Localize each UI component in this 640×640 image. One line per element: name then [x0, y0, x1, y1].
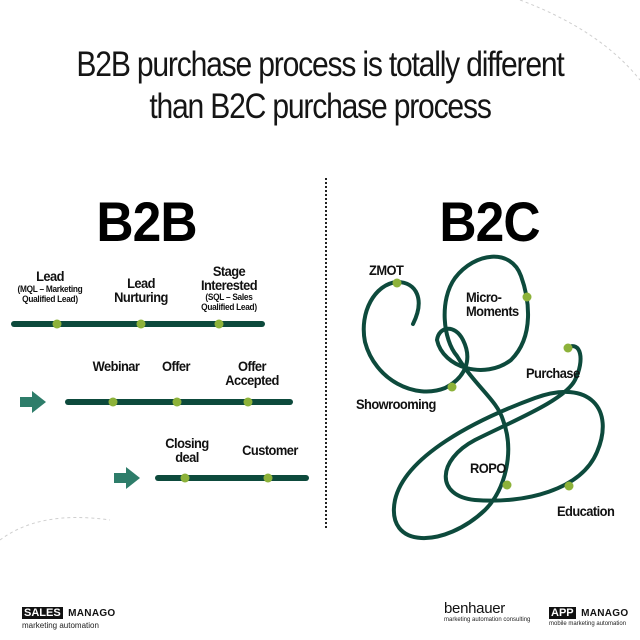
sales-manago-name: MANAGO [68, 608, 116, 619]
b2c-zmot-dot [392, 278, 402, 288]
b2b-row-2-stage-dot-1 [108, 397, 118, 407]
stage-offer-label: Offer [161, 358, 191, 374]
b2b-row-1-stage-dot-1 [52, 319, 62, 329]
stage-webinar-label: Webinar [92, 358, 140, 374]
stage-lead-label: Lead [36, 268, 64, 284]
app-manago-logo: APP MANAGO mobile marketing automation [549, 603, 628, 627]
stage-offer-accepted-label: Offer Accepted [225, 358, 279, 388]
b2c-zmot-label: ZMOT [369, 262, 404, 278]
benhauer-logo: benhauer marketing automation consulting [444, 600, 531, 624]
b2c-showrooming-dot [447, 382, 457, 392]
b2c-education-dot [564, 481, 574, 491]
page-title-line-1: B2B purchase process is totally differen… [76, 45, 564, 84]
sales-manago-logo: SALES MANAGO marketing automation [22, 603, 116, 630]
stage-customer-label: Customer [242, 442, 298, 458]
section-divider [325, 178, 327, 528]
b2b-row-3-arrow-icon [114, 467, 140, 489]
app-manago-name: MANAGO [581, 608, 629, 619]
b2c-micro-moments-label: Micro-Moments [466, 289, 519, 319]
b2b-row-1-stage-dot-2 [136, 319, 146, 329]
sales-manago-sub: marketing automation [22, 621, 99, 630]
app-manago-sub: mobile marketing automation [549, 621, 627, 627]
stage-interested-label: Stage Interested [200, 263, 258, 293]
sales-manago-boxed: SALES [22, 607, 63, 619]
stage-interested-sub: (SQL – Sales Qualified Lead) [201, 292, 257, 312]
stage-lead-nurturing-label: Lead Nurturing [114, 275, 168, 305]
stage-closing-deal-label: Closing deal [165, 435, 209, 465]
b2b-row-2-arrow-icon [20, 391, 46, 413]
b2c-showrooming-label: Showrooming [356, 396, 436, 412]
b2c-purchase-dot [563, 343, 573, 353]
b2b-heading: B2B [96, 190, 197, 253]
stage-lead-sub: (MQL – Marketing Qualified Lead) [17, 284, 83, 304]
b2c-ropo-label: ROPO [470, 460, 506, 476]
b2c-education-label: Education [557, 503, 615, 519]
benhauer-name: benhauer [444, 600, 505, 617]
b2c-heading: B2C [439, 190, 540, 253]
b2b-row-1-stage-dot-3 [214, 319, 224, 329]
b2c-diagram [361, 254, 605, 541]
page-title-line-2: than B2C purchase process [149, 87, 492, 126]
b2c-purchase-label: Purchase [526, 365, 580, 381]
benhauer-sub: marketing automation consulting [444, 617, 531, 623]
b2b-row-2-stage-dot-3 [243, 397, 253, 407]
b2c-ropo-dot [502, 480, 512, 490]
b2b-diagram [11, 319, 309, 489]
b2b-row-3-stage-dot-1 [180, 473, 190, 483]
b2b-row-3-stage-dot-2 [263, 473, 273, 483]
b2c-micro-moments-dot [522, 292, 532, 302]
app-manago-boxed: APP [549, 607, 576, 619]
b2b-row-2-stage-dot-2 [172, 397, 182, 407]
